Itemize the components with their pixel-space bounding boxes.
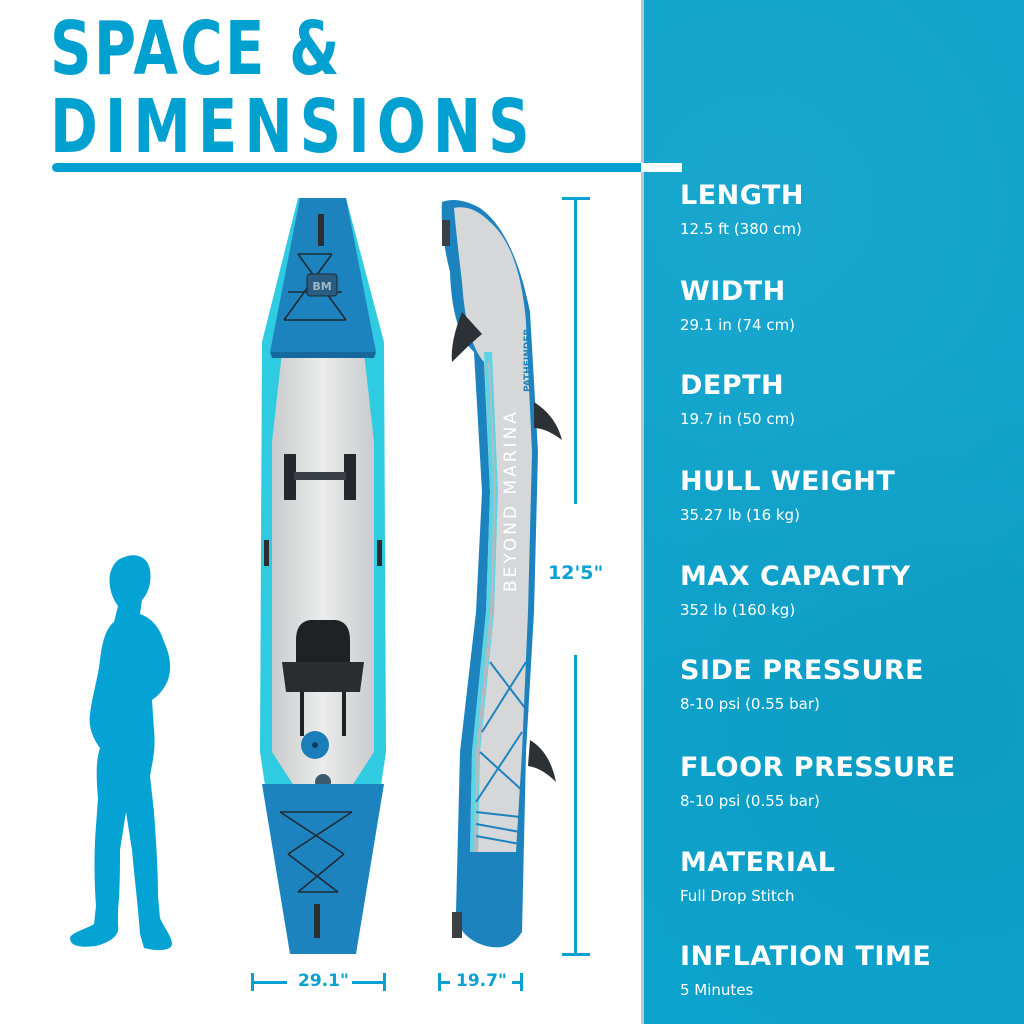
width-dimension-label: 29.1" — [298, 971, 349, 991]
spec-hull-weight: HULL WEIGHT 35.27 lb (16 kg) — [680, 467, 895, 525]
spec-label: DEPTH — [680, 370, 785, 401]
spec-max-capacity: MAX CAPACITY 352 lb (160 kg) — [680, 562, 911, 620]
spec-label: SIDE PRESSURE — [680, 655, 925, 686]
spec-value: 5 Minutes — [680, 981, 754, 999]
width-dimension-line-left — [251, 981, 287, 984]
length-dimension-label: 12'5" — [548, 562, 604, 584]
logo-badge — [306, 273, 338, 297]
kayak-side-view: BEYOND MARINA PATHFINDER — [441, 200, 562, 948]
spec-length: LENGTH 12.5 ft (380 cm) — [680, 181, 804, 239]
spec-value: 8-10 psi (0.55 bar) — [680, 792, 820, 810]
spec-label: HULL WEIGHT — [680, 466, 896, 497]
spec-label: LENGTH — [680, 180, 804, 211]
length-dimension-bottom-cap — [562, 953, 590, 956]
kayak-top-view: BM — [260, 198, 386, 954]
title-line-1: SPACE & — [50, 6, 342, 92]
spec-value: 19.7 in (50 cm) — [680, 410, 796, 428]
spec-value: 8-10 psi (0.55 bar) — [680, 695, 820, 713]
spec-side-pressure: SIDE PRESSURE 8-10 psi (0.55 bar) — [680, 656, 924, 714]
spec-inflation-time: INFLATION TIME 5 Minutes — [680, 942, 931, 1000]
spec-value: 352 lb (160 kg) — [680, 601, 796, 619]
specs-panel — [641, 0, 1024, 1024]
spec-floor-pressure: FLOOR PRESSURE 8-10 psi (0.55 bar) — [680, 753, 956, 811]
spec-value: Full Drop Stitch — [680, 887, 795, 905]
title-line-2: DIMENSIONS — [50, 84, 537, 170]
spec-material: MATERIAL Full Drop Stitch — [680, 848, 835, 906]
spec-width: WIDTH 29.1 in (74 cm) — [680, 277, 795, 335]
width-dimension-line-right — [352, 981, 386, 984]
depth-dimension-right-cap — [520, 973, 523, 991]
spec-label: INFLATION TIME — [680, 941, 932, 972]
spec-label: WIDTH — [680, 276, 786, 307]
person-silhouette-icon — [70, 555, 172, 951]
spec-value: 12.5 ft (380 cm) — [680, 220, 802, 238]
panel-rule-segment — [641, 163, 682, 172]
spec-value: 35.27 lb (16 kg) — [680, 506, 800, 524]
brand-text: BEYOND MARINA — [501, 409, 521, 592]
svg-text:BM: BM — [312, 280, 331, 293]
spec-label: FLOOR PRESSURE — [680, 752, 956, 783]
spec-label: MATERIAL — [680, 847, 836, 878]
length-dimension-line-top — [574, 197, 577, 504]
depth-dimension-line-left — [438, 981, 450, 984]
spec-depth: DEPTH 19.7 in (50 cm) — [680, 371, 795, 429]
title-underline — [52, 163, 644, 172]
page-title: SPACE & DIMENSIONS — [50, 12, 537, 164]
spec-label: MAX CAPACITY — [680, 561, 911, 592]
width-dimension-right-cap — [383, 973, 386, 991]
depth-dimension-label: 19.7" — [456, 971, 507, 991]
length-dimension-line-bottom — [574, 655, 577, 955]
depth-dimension-line-right — [512, 981, 522, 984]
model-text: PATHFINDER — [523, 329, 533, 392]
spec-value: 29.1 in (74 cm) — [680, 316, 796, 334]
